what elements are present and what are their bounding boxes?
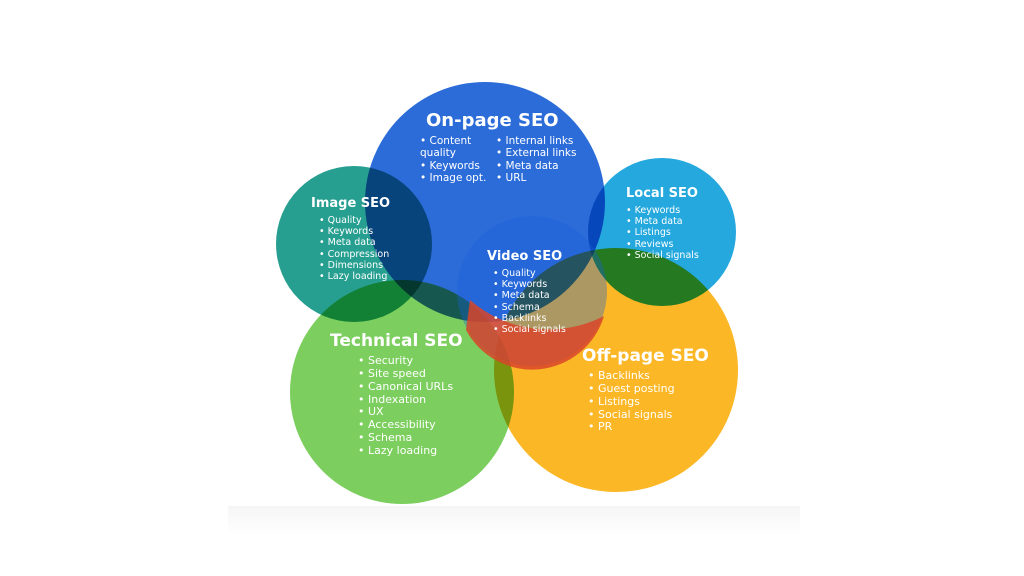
floor-shadow [228, 506, 800, 536]
local-seo-circle [588, 158, 736, 306]
technical-seo-circle [290, 280, 514, 504]
video-seo-center-overlap [466, 300, 604, 370]
offpage-seo-circle [494, 248, 738, 492]
onpage-seo-circle [365, 82, 605, 322]
